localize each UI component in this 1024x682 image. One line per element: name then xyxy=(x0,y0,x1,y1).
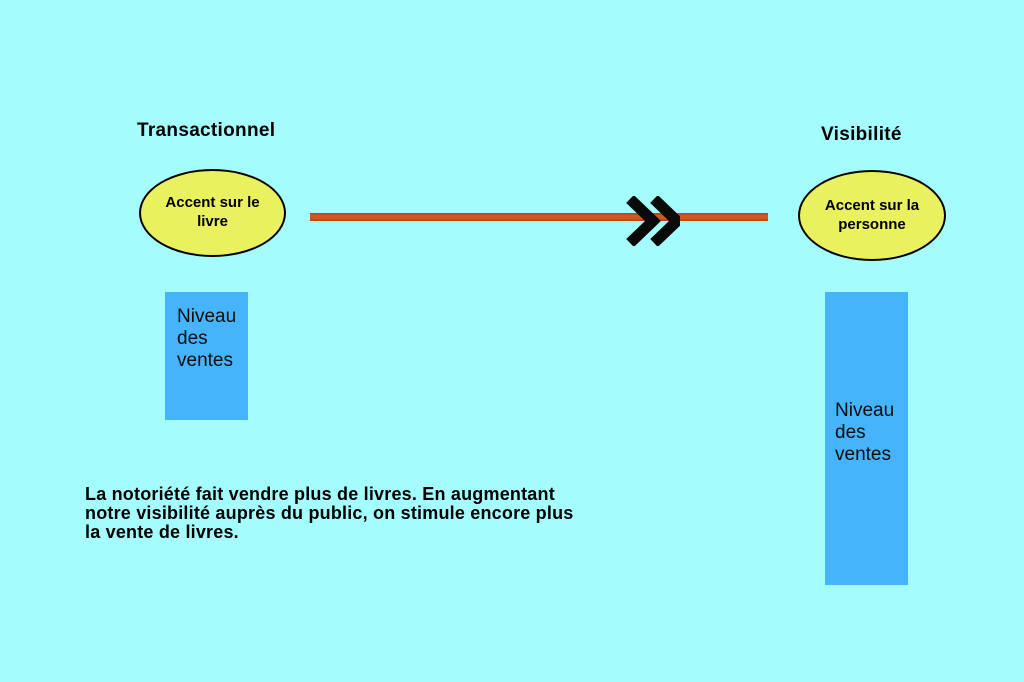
connector-line xyxy=(310,213,768,221)
caption-text: La notoriété fait vendre plus de livres.… xyxy=(85,484,574,542)
double-chevron-right-icon xyxy=(624,195,685,247)
sales-level-bar-right: Niveau des ventes xyxy=(825,292,908,585)
sales-level-bar-left: Niveau des ventes xyxy=(165,292,248,420)
left-ellipse-accent-livre: Accent sur le livre xyxy=(139,169,286,257)
right-heading: Visibilité xyxy=(821,124,902,145)
left-heading: Transactionnel xyxy=(137,120,276,141)
right-ellipse-accent-personne: Accent sur la personne xyxy=(798,170,946,261)
